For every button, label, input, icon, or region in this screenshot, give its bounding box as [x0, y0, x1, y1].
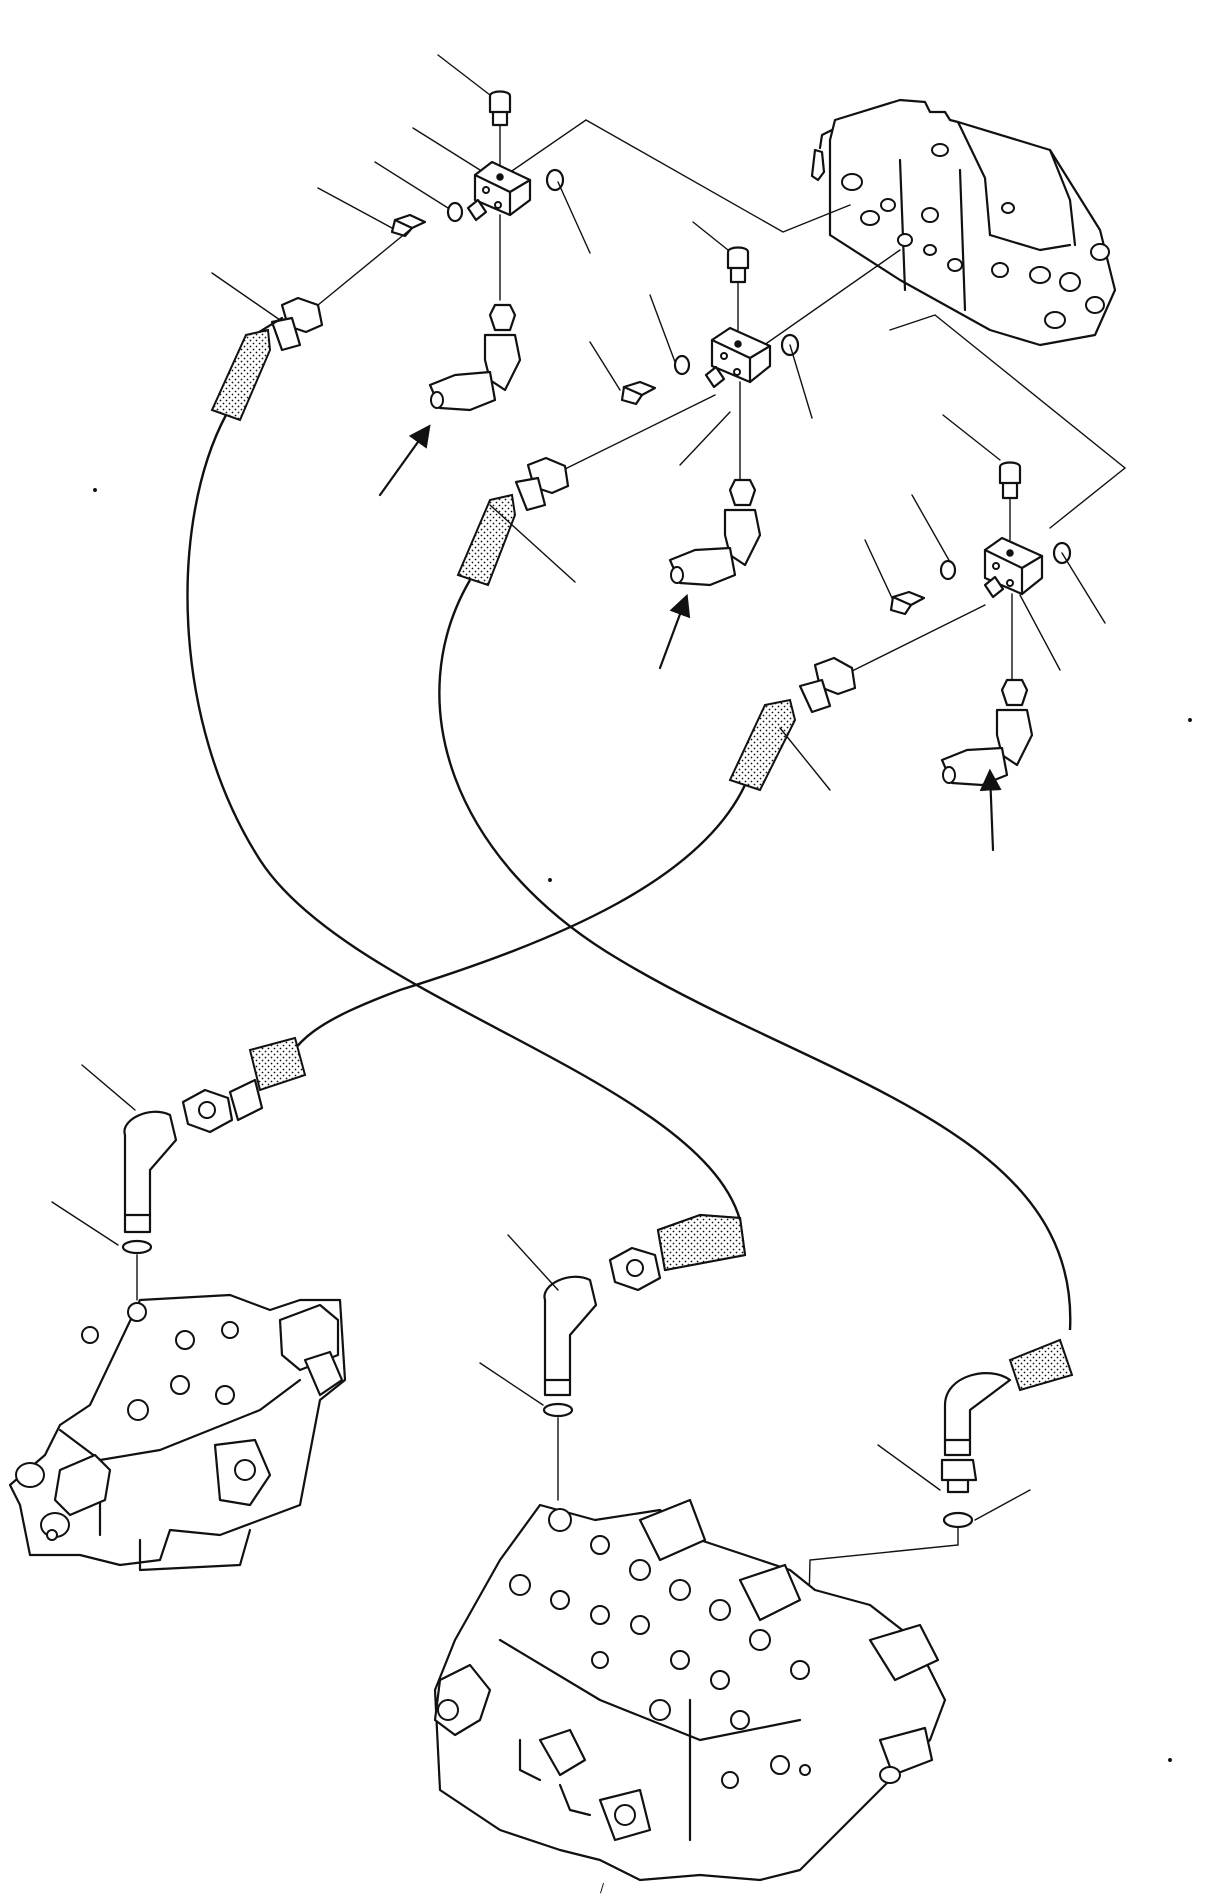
adapter-block-1 — [317, 90, 565, 412]
valve-fitting-center — [542, 1246, 662, 1501]
control-valve-right — [433, 1498, 947, 1882]
hose-1 — [186, 296, 747, 1272]
port-line-3 — [889, 314, 1127, 529]
adapter-block-2 — [562, 246, 800, 587]
callout-leaders — [51, 54, 1106, 1521]
hose-3 — [248, 656, 857, 1092]
port-line-1 — [505, 119, 851, 233]
hydraulic-pump — [810, 98, 1117, 347]
flow-arrow-3 — [979, 768, 1002, 852]
page-marker: / — [600, 1881, 605, 1894]
flow-arrow-1 — [378, 424, 431, 497]
port-line-2 — [756, 249, 901, 351]
valve-fitting-left — [121, 1078, 264, 1301]
flow-arrow-2 — [658, 593, 691, 670]
hose-2 — [438, 456, 1074, 1392]
control-valve-left — [8, 1293, 347, 1572]
